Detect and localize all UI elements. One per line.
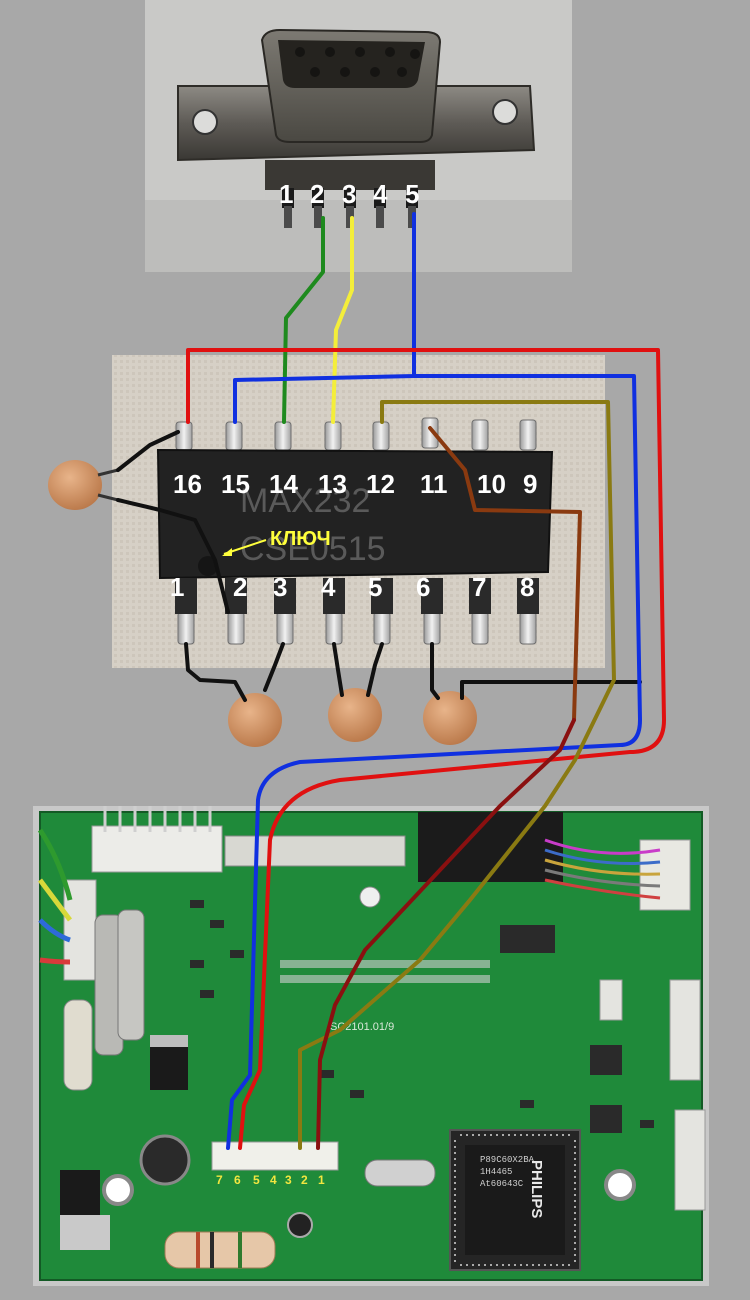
header-pin-1: 1 [318, 1173, 325, 1187]
chip-pin-16-label: 16 [173, 469, 202, 499]
chip-marking-line1: MAX232 [240, 482, 370, 520]
chip-pin-13-label: 13 [318, 469, 347, 499]
mcu-line2: 1H4465 [480, 1167, 512, 1177]
capacitor-c1 [48, 460, 119, 510]
wire-black-c4-pin6 [430, 642, 440, 700]
wire-black-c1-pin2 [116, 498, 230, 614]
mcu-line1: P89C60X2BA [480, 1155, 535, 1165]
header-pin-3: 3 [285, 1173, 292, 1187]
chip-pin-10-label: 10 [477, 469, 506, 499]
db9-pin-3-label: 3 [342, 179, 356, 209]
philips-mcu: P89C60X2BA 1H4465 At60643C PHILIPS [449, 1129, 581, 1271]
header-pin-2: 2 [301, 1173, 308, 1187]
chip-pin-8-label: 8 [520, 572, 534, 602]
mcu-brand: PHILIPS [528, 1160, 545, 1218]
chip-pin-12-label: 12 [366, 469, 395, 499]
chip-pin-11-label: 11 [420, 469, 448, 499]
wire-black-c2-pin3 [263, 642, 285, 692]
chip-pin-6-label: 6 [416, 572, 430, 602]
db9-connector-photo: 1 2 3 4 5 [145, 0, 572, 272]
wire-black-c3-pin4 [332, 642, 344, 697]
wire-black-c3-pin5 [366, 642, 384, 697]
chip-top-pin-labels: 16 15 14 13 12 11 10 9 [173, 469, 537, 499]
db9-pin-2-label: 2 [310, 179, 324, 209]
header-pin-4: 4 [270, 1173, 277, 1187]
header-pin-5: 5 [253, 1173, 260, 1187]
wire-green-rx [282, 216, 325, 424]
wire-black-gnd [460, 680, 642, 700]
chip-pin-1-label: 1 [170, 572, 184, 602]
chip-bottom-pin-labels: 1 2 3 4 5 6 7 8 [170, 572, 534, 602]
wires [116, 212, 666, 1150]
capacitor-c4 [423, 691, 477, 745]
capacitor-c3 [328, 688, 382, 742]
chip-marking-line2: CSE0515 [240, 530, 386, 568]
capacitor-c2 [228, 693, 282, 747]
chip-pin-9-label: 9 [523, 469, 537, 499]
header-pin-6: 6 [234, 1173, 241, 1187]
key-label: КЛЮЧ [270, 528, 331, 550]
wire-blue-gnd-board [226, 374, 642, 1150]
chip-pin-5-label: 5 [368, 572, 382, 602]
wire-red-vcc [186, 348, 666, 1150]
header-pin-labels: 7 6 5 4 3 2 1 [216, 1173, 325, 1187]
chip-pin-14-label: 14 [269, 469, 298, 499]
wire-black-c2-pin1 [184, 642, 247, 702]
wire-black-c1-pin16 [116, 430, 180, 472]
chip-pin-2-label: 2 [233, 572, 247, 602]
wire-brown-tx [428, 426, 582, 722]
wire-blue-gnd-chip [233, 212, 416, 424]
pcb-photo: SC2101.01/9 P89C60X2BA 1H4465 At60643C P… [33, 806, 709, 1286]
db9-pin-4-label: 4 [373, 179, 388, 209]
chip-pin-7-label: 7 [472, 572, 486, 602]
header-pin-7: 7 [216, 1173, 223, 1187]
db9-pin-5-label: 5 [405, 179, 419, 209]
chip-pin-15-label: 15 [221, 469, 250, 499]
wire-darkred-tx-board [316, 718, 576, 1150]
mcu-line3: At60643C [480, 1179, 524, 1189]
chip-pin-4-label: 4 [321, 572, 336, 602]
chip-pin-3-label: 3 [273, 572, 287, 602]
db9-pin-1-label: 1 [279, 179, 293, 209]
